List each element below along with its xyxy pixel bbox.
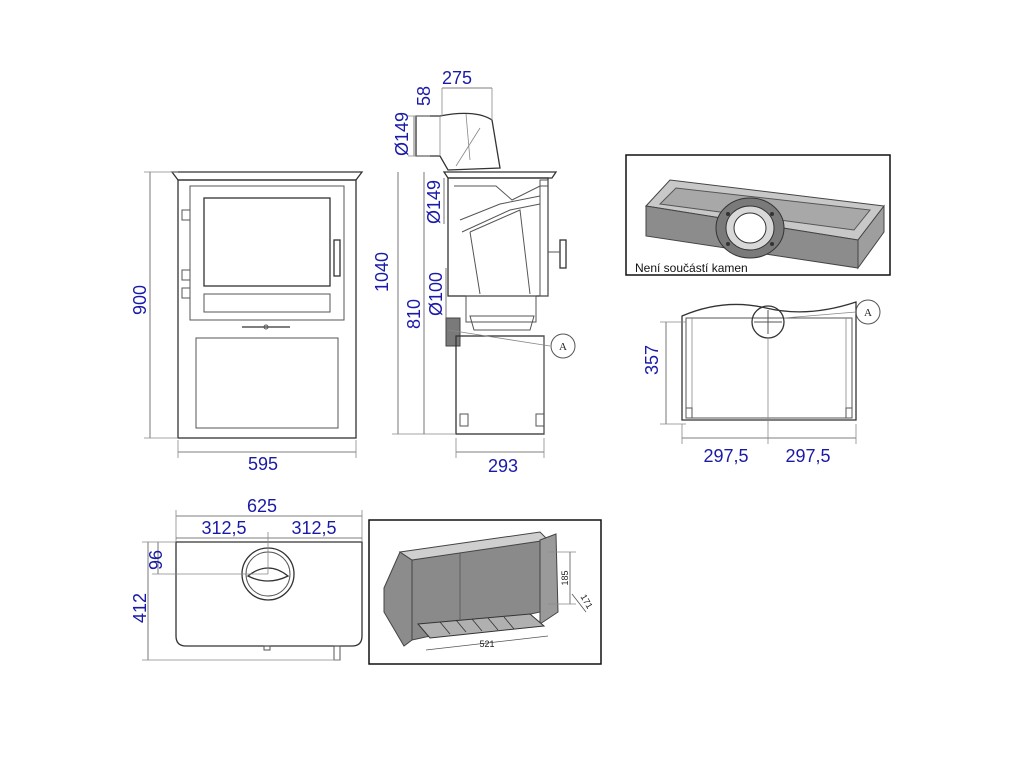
firebox-detail: 185 171 521 bbox=[368, 519, 602, 665]
front-width-label: 595 bbox=[248, 454, 278, 474]
flue-offset-label: 275 bbox=[442, 68, 472, 88]
flue-diameter-top-label: Ø149 bbox=[392, 112, 412, 156]
back-callout-a: A bbox=[864, 307, 872, 319]
back-half-left-label: 297,5 bbox=[703, 446, 748, 466]
back-half-right-label: 297,5 bbox=[785, 446, 830, 466]
stone-panel: Není součástí kamen bbox=[625, 154, 891, 276]
top-flue-offset-label: 96 bbox=[146, 550, 166, 570]
firebox-width-label: 521 bbox=[479, 639, 494, 649]
back-view: A 357 297,5 297,5 bbox=[642, 299, 881, 466]
flue-diameter-side-label: Ø149 bbox=[424, 180, 444, 224]
side-view: A 275 58 Ø149 Ø149 1040 810 Ø100 293 bbox=[372, 68, 576, 476]
top-half-right-label: 312,5 bbox=[291, 518, 336, 538]
top-width-label: 625 bbox=[247, 496, 277, 516]
front-view: 900 595 bbox=[130, 171, 364, 474]
air-inlet-label: Ø100 bbox=[426, 272, 446, 316]
side-depth-label: 293 bbox=[488, 456, 518, 476]
top-depth-label: 412 bbox=[130, 593, 150, 623]
stone-panel-caption: Není součástí kamen bbox=[635, 261, 748, 275]
top-half-left-label: 312,5 bbox=[201, 518, 246, 538]
front-height-label: 900 bbox=[130, 285, 150, 315]
back-height-label: 357 bbox=[642, 345, 662, 375]
side-callout-a: A bbox=[559, 341, 567, 353]
top-view: 625 312,5 312,5 96 412 bbox=[130, 496, 363, 661]
flue-small-label: 58 bbox=[414, 86, 434, 106]
total-height-label: 1040 bbox=[372, 252, 392, 292]
firebox-height-label: 185 bbox=[560, 570, 570, 585]
connection-height-label: 810 bbox=[404, 299, 424, 329]
